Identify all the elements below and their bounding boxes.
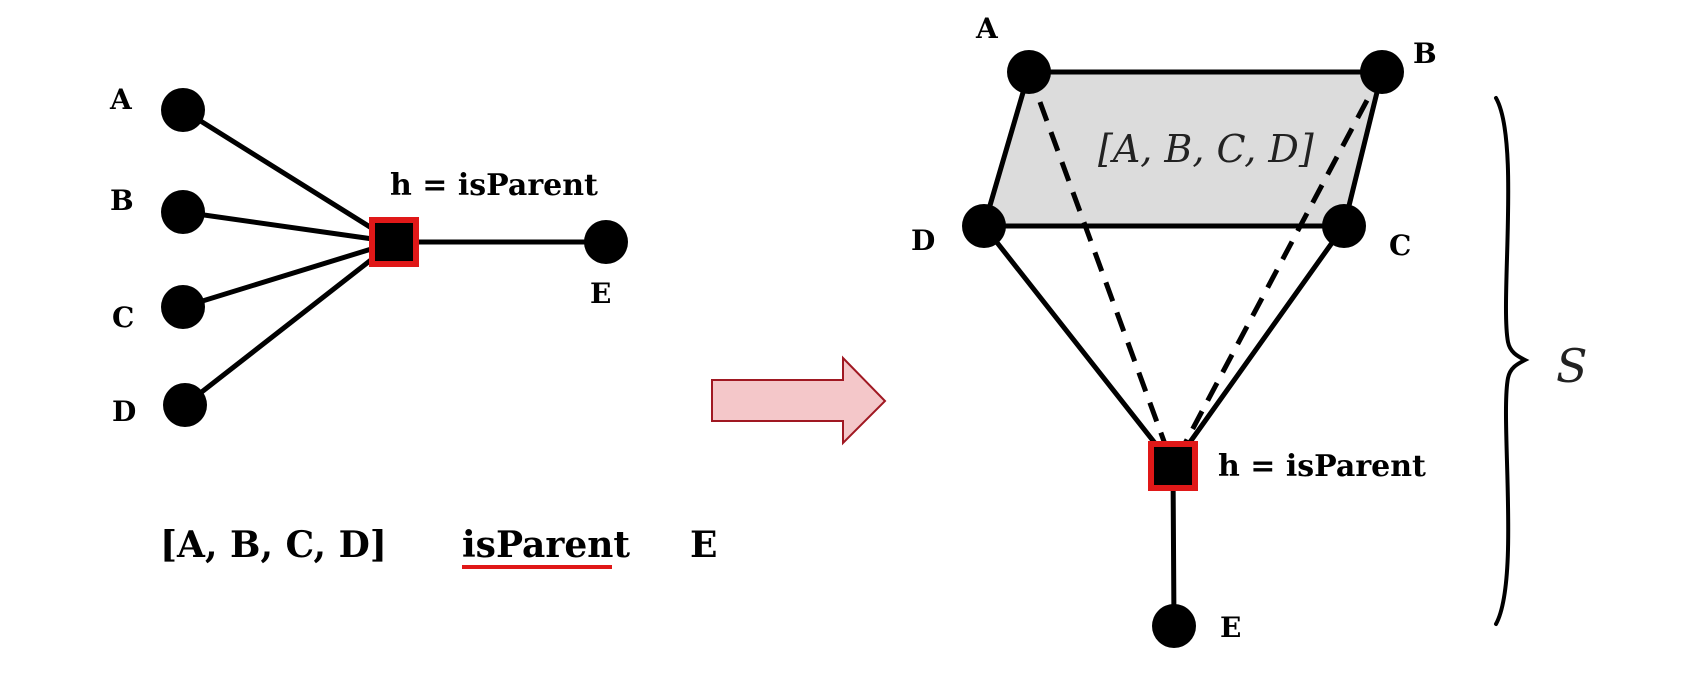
edge-b-h <box>180 209 397 245</box>
edge-a-d <box>981 69 1032 229</box>
right-brace <box>1494 96 1530 626</box>
set-symbol: S <box>1556 339 1588 393</box>
node-a-label: A <box>109 83 133 116</box>
node-d-label: D <box>911 224 935 257</box>
edge-d-h <box>182 239 397 408</box>
edge-h-e <box>1170 463 1177 629</box>
tuple-row: [A, B, C, D] isParent E <box>160 524 717 569</box>
node-c-label: C <box>112 301 134 334</box>
node-c <box>1322 204 1366 248</box>
left-graph: A B C D E h = isParent <box>109 83 628 428</box>
node-a <box>1007 50 1051 94</box>
node-e-label: E <box>590 277 611 310</box>
node-b-label: B <box>1413 37 1437 70</box>
tuple-subjects: [A, B, C, D] <box>160 524 387 566</box>
node-c-label: C <box>1389 229 1411 262</box>
tuple-relation: isParent <box>462 524 630 566</box>
hyperedge-label: h = isParent <box>1218 449 1426 484</box>
edge-a-h <box>180 107 397 245</box>
edge-c-h <box>180 239 397 310</box>
dashed-edge-b-h <box>1170 70 1385 468</box>
face-label: [A, B, C, D] <box>1098 127 1314 171</box>
node-d <box>962 204 1006 248</box>
node-a-label: A <box>975 12 999 45</box>
hyperedge-square <box>1148 441 1198 491</box>
node-b <box>161 190 205 234</box>
edge-c-h <box>1170 223 1347 469</box>
node-d <box>163 383 207 427</box>
hyperedge-face <box>984 72 1382 226</box>
node-b-label: B <box>110 184 134 217</box>
hyperedge-label: h = isParent <box>390 168 598 203</box>
node-c <box>161 285 205 329</box>
node-e <box>584 220 628 264</box>
node-d-label: D <box>112 395 136 428</box>
hyperedge-square <box>369 217 419 267</box>
edge-b-c <box>1341 69 1385 229</box>
node-e-label: E <box>1220 611 1241 644</box>
edge-d-h <box>981 223 1176 469</box>
dashed-edge-a-h <box>1026 71 1176 467</box>
node-b <box>1360 50 1404 94</box>
node-e <box>1152 604 1196 648</box>
transform-arrow-icon <box>711 355 887 446</box>
node-a <box>161 88 205 132</box>
right-graph: [A, B, C, D] A B C D E h = isParent S <box>911 12 1588 648</box>
tuple-object: E <box>690 524 717 566</box>
